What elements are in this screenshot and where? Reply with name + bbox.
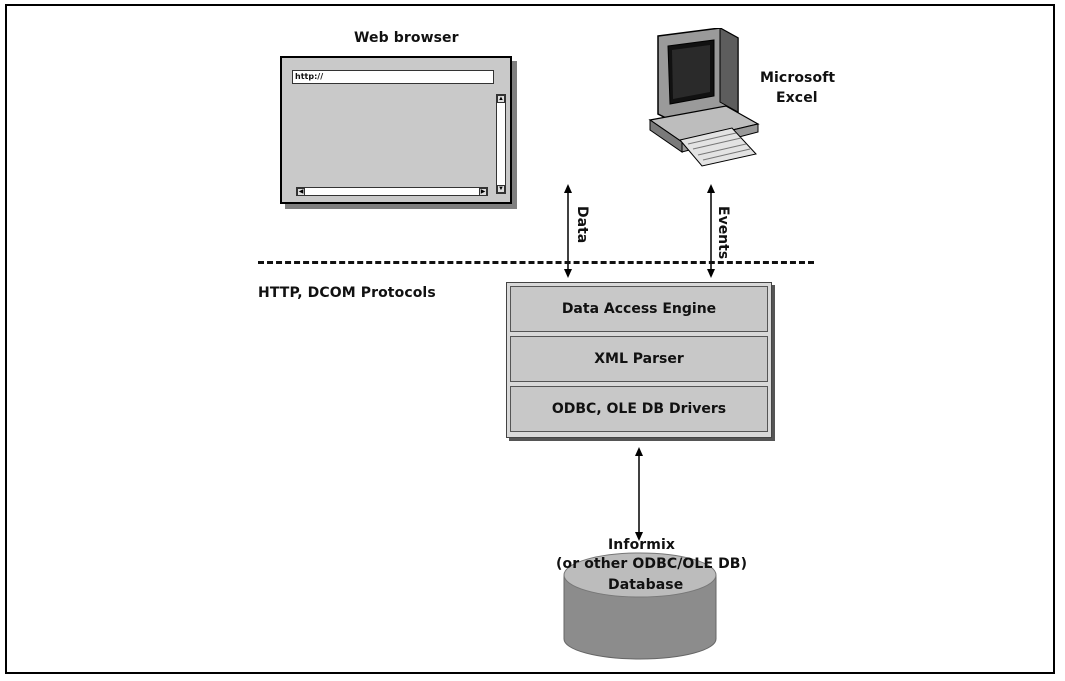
scroll-down-icon: ▼ <box>497 185 505 193</box>
protocols-label: HTTP, DCOM Protocols <box>258 285 436 301</box>
vertical-scrollbar: ▲ ▼ <box>496 94 506 194</box>
web-browser-window: http:// ▲ ▼ ◀ ▶ <box>280 56 512 204</box>
odbc-drivers-layer: ODBC, OLE DB Drivers <box>510 386 768 432</box>
scroll-left-icon: ◀ <box>297 188 305 196</box>
horizontal-scrollbar: ◀ ▶ <box>296 187 488 196</box>
data-access-engine-layer: Data Access Engine <box>510 286 768 332</box>
component-stack: Data Access Engine XML Parser ODBC, OLE … <box>506 282 772 438</box>
database-cylinder-icon <box>563 552 717 660</box>
events-arrow <box>707 184 715 278</box>
data-arrow <box>564 184 572 278</box>
xml-parser-layer: XML Parser <box>510 336 768 382</box>
computer-icon <box>648 28 760 167</box>
database-label-line1: Informix <box>608 537 676 553</box>
protocol-boundary-line <box>258 261 814 264</box>
web-browser-label: Web browser <box>354 30 459 46</box>
data-label: Data <box>574 206 590 244</box>
scroll-right-icon: ▶ <box>479 188 487 196</box>
excel-label-line2: Excel <box>776 90 818 106</box>
database-label-line3: Database <box>608 577 684 593</box>
diagram-frame <box>5 4 1055 674</box>
database-arrow <box>635 447 643 541</box>
events-label: Events <box>715 206 731 260</box>
scroll-up-icon: ▲ <box>497 95 505 103</box>
database-label-line2: (or other ODBC/OLE DB) <box>556 556 748 572</box>
url-bar: http:// <box>292 70 494 84</box>
excel-label-line1: Microsoft <box>760 70 836 86</box>
